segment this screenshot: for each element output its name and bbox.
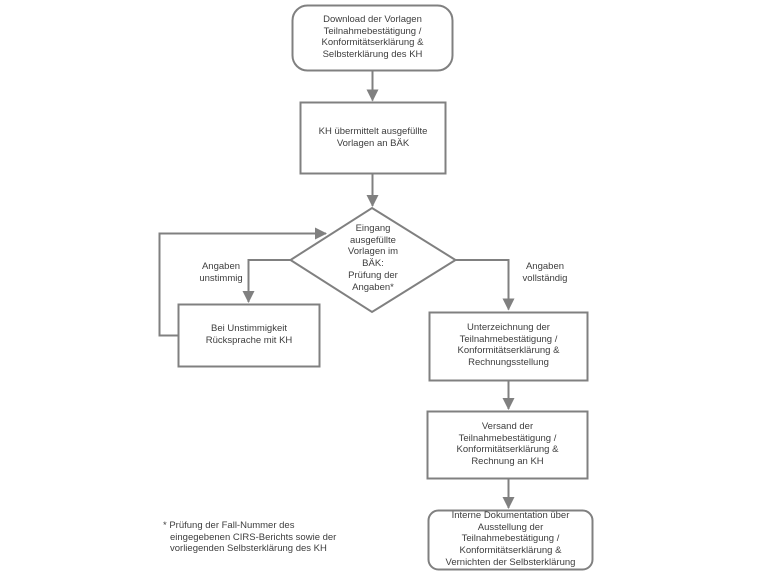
start-node-label: Download der Vorlagen Teilnahmebestätigu…: [321, 14, 424, 61]
decision-diamond-shape: [288, 206, 458, 314]
submit-node-shape: [299, 101, 447, 175]
edge-discrepancy-back-to-decision: [158, 227, 327, 337]
decision-node-label: Eingang ausgefüllte Vorlagen im BÄK: Prü…: [347, 223, 399, 293]
discrepancy-node-label: Bei Unstimmigkeit Rücksprache mit KH: [205, 323, 293, 346]
branch-label-vollstaendig: Angaben vollständig: [522, 261, 568, 284]
send-node-label: Versand der Teilnahmebestätigung / Konfo…: [456, 421, 559, 468]
branch-label-unstimmig: Angaben unstimmig: [199, 261, 243, 284]
sign-node-shape: [428, 311, 589, 382]
edge-decision-to-sign: [455, 259, 515, 311]
archive-node-shape: [427, 509, 594, 571]
send-node-shape: [426, 410, 589, 480]
sign-node-label: Unterzeichnung der Teilnahmebestätigung …: [457, 322, 560, 369]
edge-decision-to-discrepancy: [242, 259, 291, 303]
archive-node-label: Interne Dokumentation über Ausstellung d…: [445, 510, 576, 568]
footnote: * Prüfung der Fall-Nummer des eingegeben…: [163, 520, 337, 555]
submit-node-label: KH übermittelt ausgefüllte Vorlagen an B…: [318, 126, 428, 149]
